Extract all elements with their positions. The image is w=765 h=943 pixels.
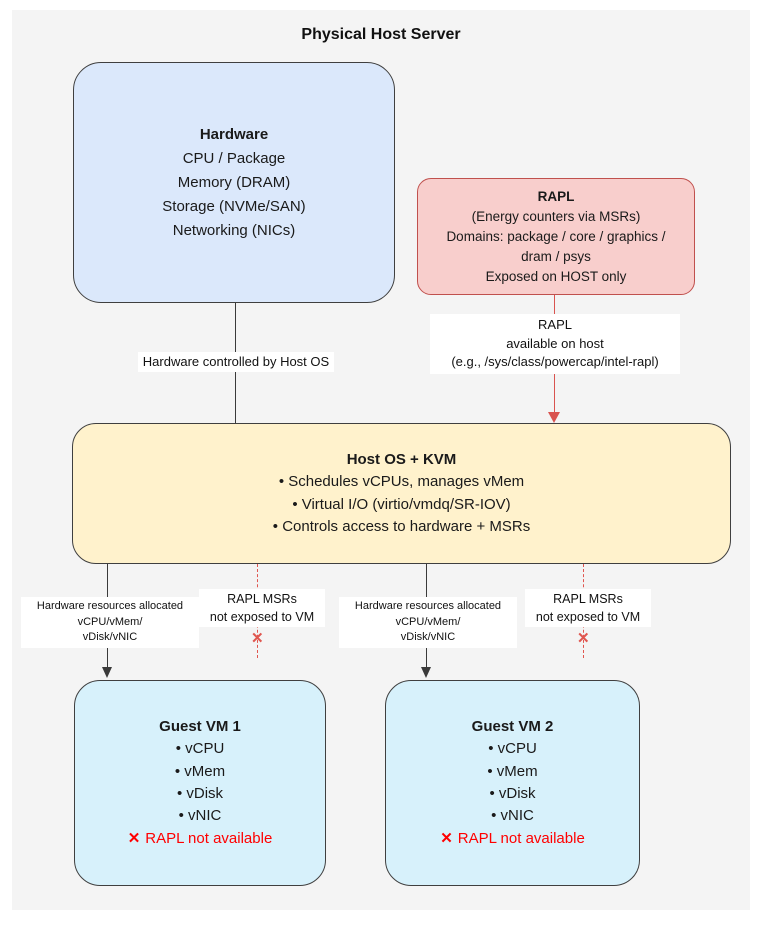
rapl-line: dram / psys [521, 248, 591, 264]
host-os-kvm-title: Host OS + KVM [346, 450, 457, 468]
blocked-label-line: not exposed to VM [535, 610, 641, 624]
vm-line: • vCPU [488, 740, 537, 758]
host-os-kvm-node: Host OS + KVM • Schedules vCPUs, manages… [72, 423, 731, 564]
guest-vm1-title: Guest VM 1 [159, 717, 241, 735]
alloc-label-line: vDisk/vNIC [400, 631, 456, 643]
blocked-label-line: not exposed to VM [209, 610, 315, 624]
host-os-line: • Controls access to hardware + MSRs [272, 518, 531, 535]
host-to-vm1-arrowhead-icon [102, 667, 112, 678]
host-to-vm1-label: Hardware resources allocated vCPU/vMem/ … [21, 597, 199, 648]
vm1-rapl-warning: ✕RAPL not available [128, 828, 273, 850]
blocked-label-line: RAPL MSRs [227, 592, 297, 606]
rapl-to-host-label-line: (e.g., /sys/class/powercap/intel-rapl) [451, 354, 659, 369]
warning-text: RAPL not available [457, 829, 585, 847]
vm-line: • vCPU [175, 740, 225, 758]
blocked-label-line: RAPL MSRs [553, 592, 623, 606]
host-to-vm2-arrowhead-icon [421, 667, 431, 678]
rapl-to-host-label-line: RAPL [538, 317, 572, 332]
vm-line: • vMem [174, 762, 226, 780]
vm-line: • vDisk [176, 785, 224, 802]
hardware-to-host-label: Hardware controlled by Host OS [138, 352, 334, 372]
hardware-line: CPU / Package [182, 149, 286, 167]
vm-line: • vNIC [178, 807, 222, 825]
rapl-to-host-label: RAPL available on host (e.g., /sys/class… [430, 314, 680, 374]
rapl-line: Domains: package / core / graphics / [446, 228, 666, 244]
hardware-line: Storage (NVMe/SAN) [162, 197, 306, 215]
warning-cross-icon: ✕ [127, 829, 141, 847]
vm2-rapl-warning: ✕RAPL not available [440, 828, 585, 850]
vm-line: • vDisk [489, 785, 536, 802]
rapl-line: Exposed on HOST only [485, 268, 627, 284]
rapl-blocked-vm1-label: RAPL MSRs not exposed to VM [199, 589, 325, 627]
hardware-node-title: Hardware [199, 125, 269, 143]
hardware-line: Networking (NICs) [172, 221, 296, 239]
rapl-node-title: RAPL [537, 188, 575, 204]
hardware-line: Memory (DRAM) [177, 173, 291, 191]
rapl-to-host-label-line: available on host [506, 335, 604, 351]
guest-vm2-title: Guest VM 2 [471, 717, 554, 735]
guest-vm1-node: Guest VM 1 • vCPU • vMem • vDisk • vNIC … [74, 680, 326, 886]
diagram-title: Physical Host Server [301, 26, 461, 43]
host-to-vm2-label: Hardware resources allocated vCPU/vMem/ … [339, 597, 517, 648]
alloc-label-line: Hardware resources allocated [354, 600, 502, 612]
alloc-label-line: Hardware resources allocated [36, 600, 184, 612]
warning-cross-icon: ✕ [440, 829, 453, 847]
alloc-label-line: vCPU/vMem/ [395, 615, 461, 628]
hardware-node: Hardware CPU / Package Memory (DRAM) Sto… [73, 62, 395, 303]
warning-text: RAPL not available [145, 829, 273, 847]
rapl-to-host-arrowhead-icon [548, 412, 560, 423]
guest-vm2-node: Guest VM 2 • vCPU • vMem • vDisk • vNIC … [385, 680, 640, 886]
rapl-line: (Energy counters via MSRs) [471, 208, 641, 224]
alloc-label-line: vCPU/vMem/ [77, 615, 143, 628]
rapl-blocked-vm2-label: RAPL MSRs not exposed to VM [525, 589, 651, 627]
host-os-line: • Virtual I/O (virtio/vmdq/SR-IOV) [292, 495, 511, 513]
blocked-cross-icon: ✕ [251, 630, 264, 647]
vm-line: • vMem [487, 762, 538, 780]
host-os-line: • Schedules vCPUs, manages vMem [278, 473, 525, 490]
vm-line: • vNIC [491, 807, 534, 825]
rapl-node: RAPL (Energy counters via MSRs) Domains:… [417, 178, 695, 295]
alloc-label-line: vDisk/vNIC [82, 631, 138, 643]
blocked-cross-icon: ✕ [577, 630, 590, 647]
